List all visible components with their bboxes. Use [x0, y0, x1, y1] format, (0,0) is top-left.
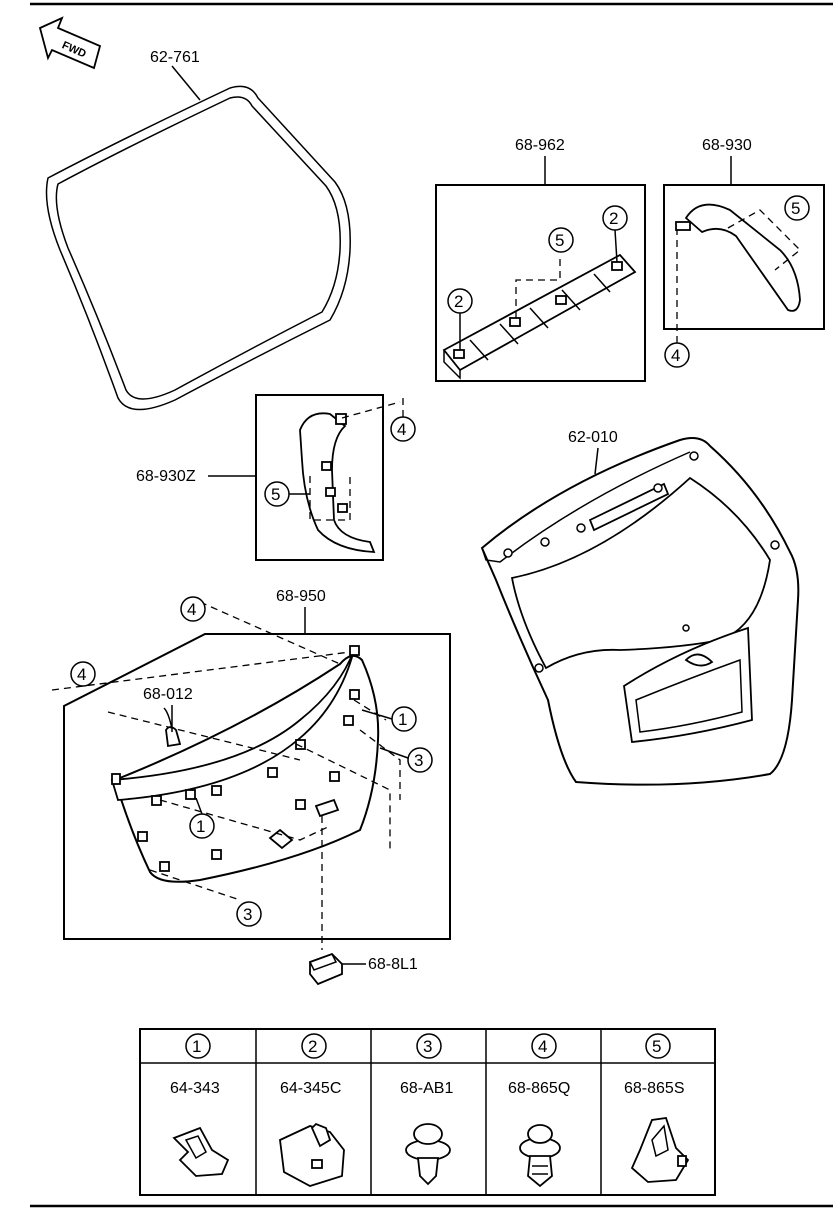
callout-4-label: 4	[187, 600, 196, 619]
label-liftgate-trim: 68-950	[276, 588, 326, 605]
fastener-legend-table	[139, 1028, 716, 1196]
callout-3-label: 3	[243, 905, 252, 924]
callout-3	[407, 747, 433, 773]
callout-4-label: 4	[671, 346, 680, 365]
fwd-arrow-icon: FWD	[38, 16, 102, 70]
liftgate-trim-part	[51, 601, 401, 950]
push-clip-68-865q-icon	[519, 1124, 561, 1188]
callout-2-label: 2	[454, 292, 463, 311]
spoiler-trim-box	[435, 184, 646, 382]
callout-1-label: 1	[398, 710, 407, 729]
weatherstrip-part	[45, 65, 351, 411]
legend-part-5: 68-865S	[624, 1080, 685, 1097]
side-trim-inner-part	[299, 401, 401, 553]
label-side-trim-inner: 68-930Z	[136, 468, 196, 485]
callout-1-label: 1	[196, 817, 205, 836]
label-spoiler-trim: 68-962	[515, 137, 565, 154]
push-clip-68-ab1-icon	[405, 1123, 451, 1186]
legend-num-5-label: 5	[652, 1037, 661, 1056]
callout-4	[70, 661, 96, 687]
callout-4-label: 4	[77, 665, 86, 684]
legend-num-1-label: 1	[192, 1037, 201, 1056]
clip-68-865s-icon	[630, 1117, 690, 1183]
label-side-trim: 68-930	[702, 137, 752, 154]
spoiler-trim-part	[442, 253, 637, 380]
label-lamp: 68-8L1	[368, 956, 418, 973]
callout-4	[180, 596, 206, 622]
legend-num-2	[301, 1033, 327, 1059]
callout-3-label: 3	[414, 751, 423, 770]
legend-num-4	[531, 1033, 557, 1059]
legend-num-2-label: 2	[308, 1037, 317, 1056]
callout-3	[236, 901, 262, 927]
callout-5-label: 5	[271, 485, 280, 504]
side-trim-part	[675, 203, 801, 312]
side-trim-box	[663, 184, 825, 330]
callout-4-label: 4	[397, 420, 406, 439]
label-liftgate: 62-010	[568, 429, 618, 446]
clip-64-345c-icon	[279, 1122, 345, 1187]
legend-num-3-label: 3	[423, 1037, 432, 1056]
callout-2-label: 2	[609, 209, 618, 228]
legend-part-3: 68-AB1	[400, 1080, 453, 1097]
callout-5-label: 5	[791, 199, 800, 218]
clip-64-343-icon	[172, 1126, 230, 1177]
legend-part-1: 64-343	[170, 1080, 220, 1097]
callout-5-label: 5	[555, 231, 564, 250]
legend-part-2: 64-345C	[280, 1080, 341, 1097]
label-weatherstrip: 62-761	[150, 49, 200, 66]
legend-part-4: 68-865Q	[508, 1080, 570, 1097]
legend-num-4-label: 4	[538, 1037, 547, 1056]
side-trim-inner-box	[255, 394, 384, 561]
legend-num-5	[645, 1033, 671, 1059]
callout-5	[784, 195, 810, 221]
lamp-part	[308, 952, 343, 986]
callout-5	[548, 227, 574, 253]
liftgate-trim-box	[63, 633, 451, 940]
legend-num-1	[185, 1033, 211, 1059]
liftgate-part	[480, 437, 800, 786]
legend-num-3	[416, 1033, 442, 1059]
label-grommet: 68-012	[143, 686, 193, 703]
